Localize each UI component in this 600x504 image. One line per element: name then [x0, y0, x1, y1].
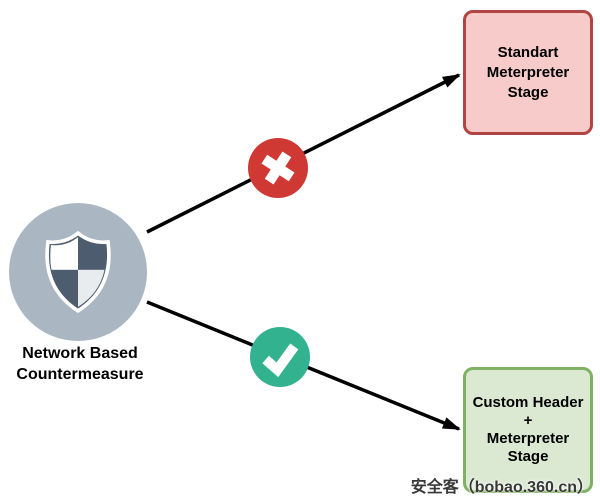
green-box-line1: Custom Header	[472, 394, 584, 411]
standard-meterpreter-stage-box: Standart Meterpreter Stage	[463, 10, 593, 135]
checkmark-icon	[250, 327, 310, 387]
green-box-line3: Meterpreter	[486, 430, 570, 447]
source-label-line2: Countermeasure	[16, 366, 144, 383]
red-box-line3: Stage	[507, 83, 549, 101]
green-box-line2: +	[523, 412, 533, 429]
watermark: 安全客（bobao.360.cn）	[410, 479, 593, 496]
source-node-label: Network Based Countermeasure	[0, 343, 160, 385]
red-box-line1: Standart	[497, 43, 559, 61]
shield-icon	[45, 231, 111, 313]
green-box-line4: Stage	[507, 448, 549, 465]
x-cross-icon	[248, 138, 308, 198]
red-box-line2: Meterpreter	[486, 63, 570, 81]
source-label-line1: Network Based	[22, 345, 138, 362]
network-countermeasure-node	[9, 203, 147, 341]
custom-header-stage-box: Custom Header + Meterpreter Stage	[463, 367, 593, 493]
